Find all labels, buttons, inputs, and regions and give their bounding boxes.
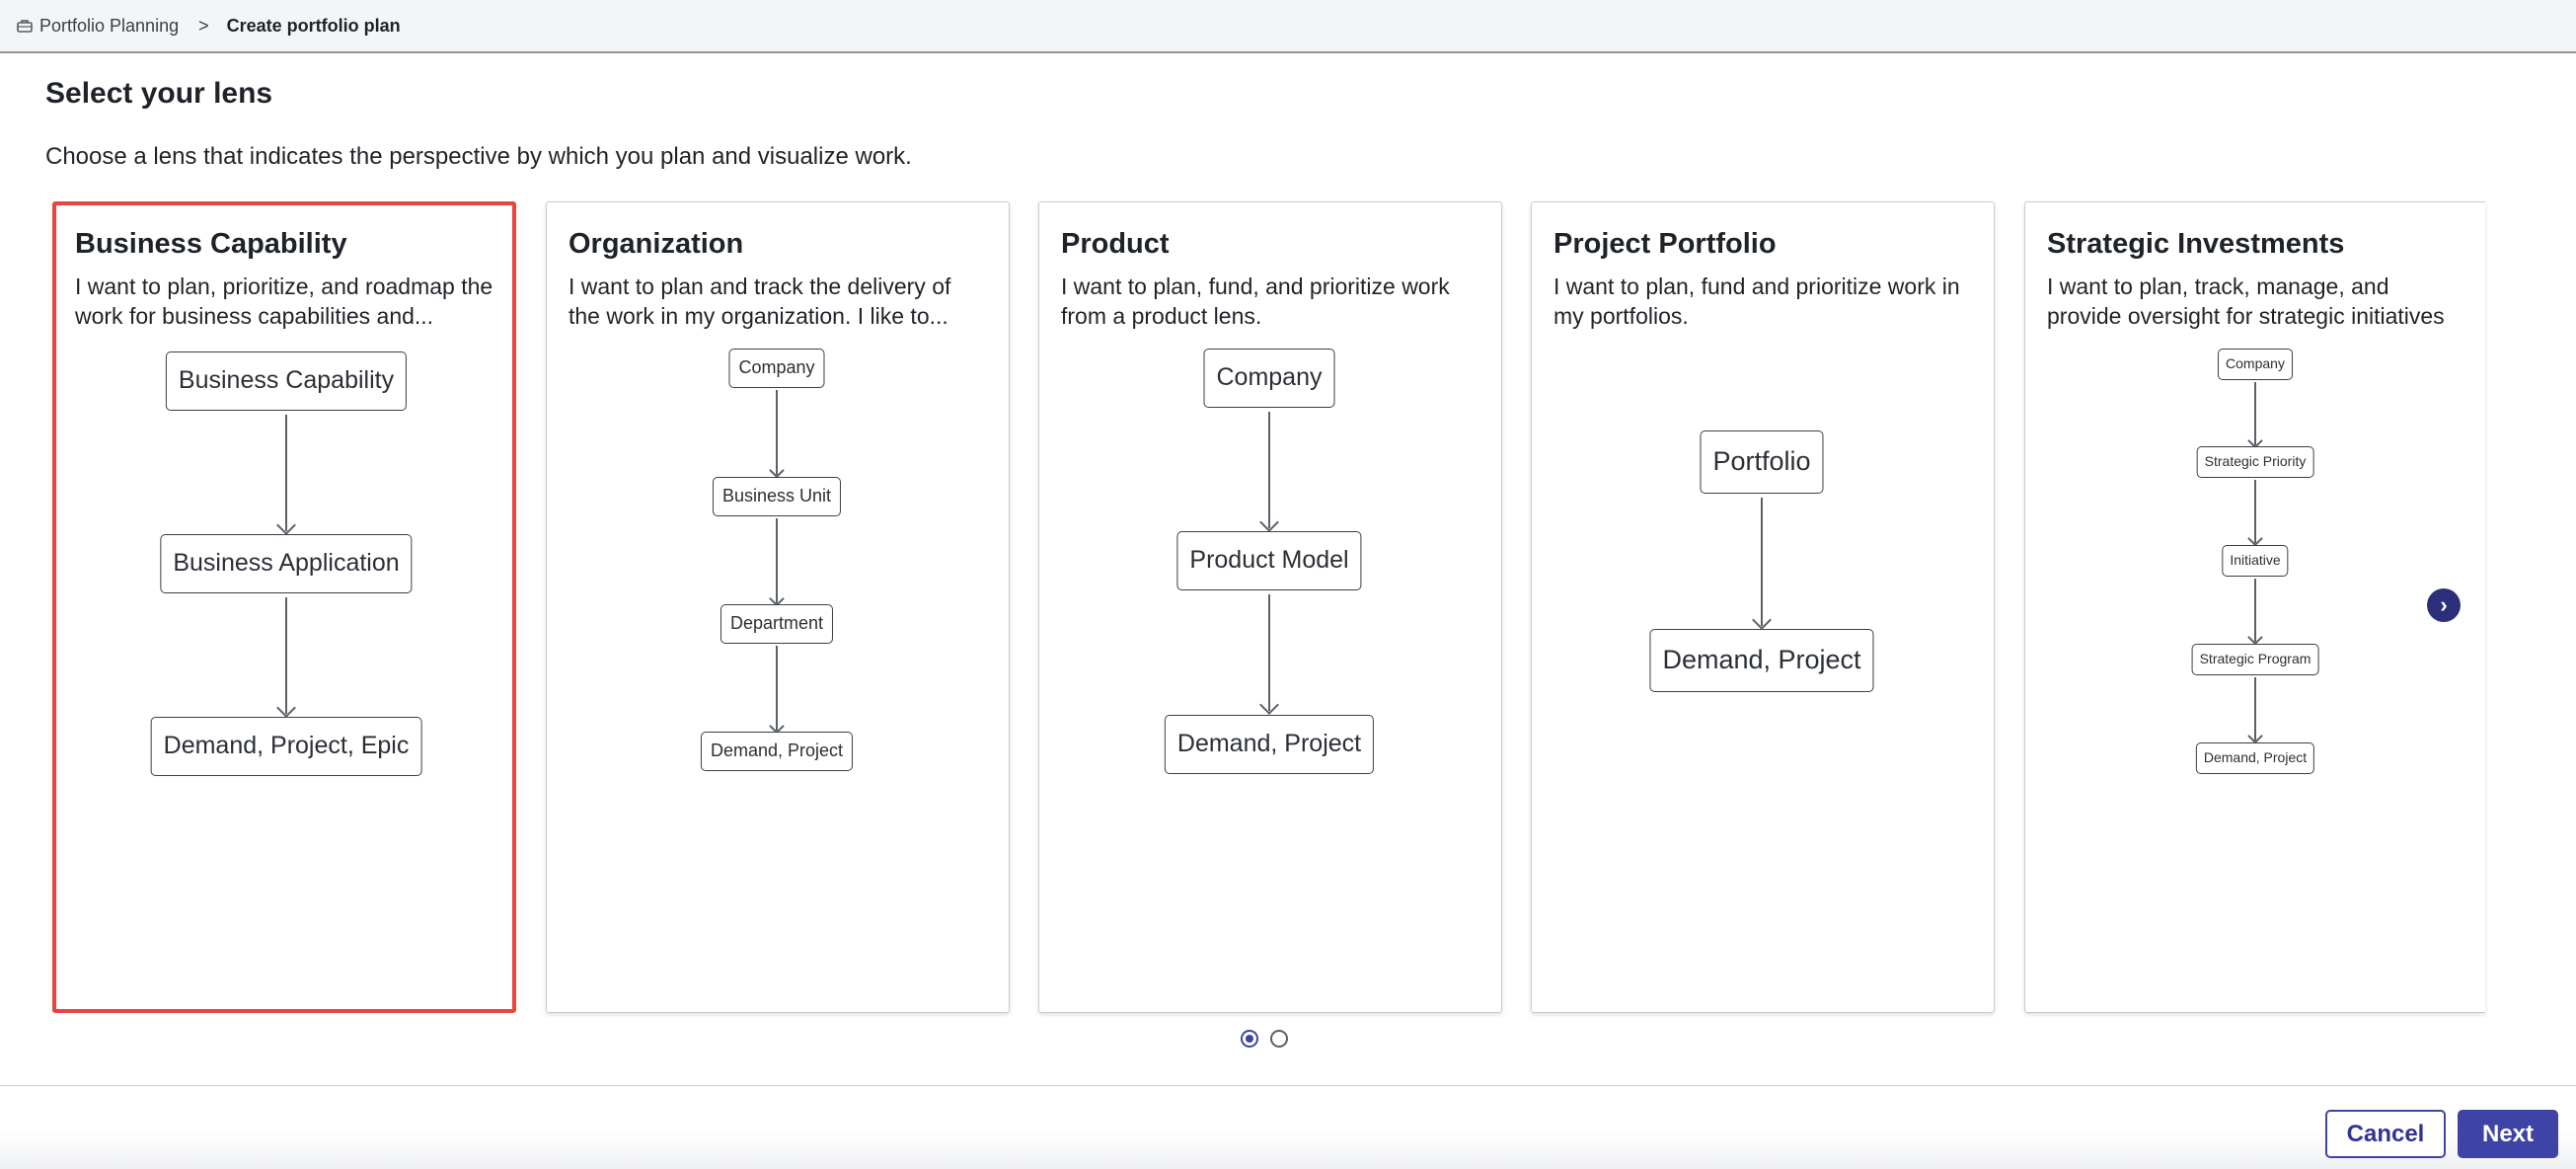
diagram-node: Business Unit <box>712 477 842 516</box>
chevron-right-icon[interactable]: › <box>2427 588 2461 622</box>
diagram-node: Demand, Project <box>1164 715 1375 774</box>
diagram-node: Company <box>2218 349 2293 380</box>
arrow-down-icon <box>776 390 778 475</box>
breadcrumb: Portfolio Planning > Create portfolio pl… <box>16 16 401 37</box>
diagram-node: Demand, Project, Epic <box>150 717 422 776</box>
footer-bar <box>0 1085 2576 1169</box>
arrow-down-icon <box>285 597 287 714</box>
diagram-node: Demand, Project <box>2195 742 2315 774</box>
carousel-pagination <box>1241 1030 1288 1048</box>
card-description: I want to plan, track, manage, and provi… <box>2047 273 2445 329</box>
arrow-down-icon <box>1268 412 1270 528</box>
card-description: I want to plan and track the delivery of… <box>568 273 951 329</box>
card-description: I want to plan, prioritize, and roadmap … <box>75 273 493 329</box>
carousel-page-dot-1[interactable] <box>1241 1030 1258 1048</box>
arrow-down-icon <box>776 646 778 731</box>
diagram-node: Department <box>720 604 834 644</box>
diagram-node: Business Application <box>160 534 413 593</box>
arrow-down-icon <box>2254 677 2256 740</box>
arrow-down-icon <box>2254 480 2256 543</box>
card-title: Organization <box>568 228 744 260</box>
diagram-node: Product Model <box>1176 531 1362 590</box>
card-title: Product <box>1061 228 1170 260</box>
diagram-node: Strategic Program <box>2191 644 2319 675</box>
breadcrumb-bar: Portfolio Planning > Create portfolio pl… <box>0 0 2576 53</box>
diagram-node: Company <box>1203 349 1335 408</box>
hierarchy-diagram: Business Capability Business Application… <box>56 205 512 1009</box>
hierarchy-diagram: Company Business Unit Department Demand,… <box>547 202 1009 1012</box>
lens-card-business-capability[interactable]: Business Capability I want to plan, prio… <box>52 201 516 1013</box>
arrow-down-icon <box>776 518 778 603</box>
page-title: Select your lens <box>45 77 273 110</box>
diagram-node: Business Capability <box>165 351 408 411</box>
lens-card-strategic-investments[interactable]: Strategic Investments I want to plan, tr… <box>2024 201 2485 1013</box>
breadcrumb-current: Create portfolio plan <box>226 15 401 36</box>
arrow-down-icon <box>2254 382 2256 445</box>
carousel-page-dot-2[interactable] <box>1270 1030 1288 1048</box>
hierarchy-diagram: Portfolio Demand, Project <box>1532 202 1994 1012</box>
card-title: Strategic Investments <box>2047 228 2345 260</box>
card-description: I want to plan, fund, and prioritize wor… <box>1061 273 1450 329</box>
lens-card-organization[interactable]: Organization I want to plan and track th… <box>546 201 1010 1013</box>
cancel-button[interactable]: Cancel <box>2325 1110 2446 1158</box>
next-button[interactable]: Next <box>2458 1110 2558 1158</box>
arrow-down-icon <box>2254 579 2256 642</box>
diagram-node: Initiative <box>2222 545 2289 577</box>
arrow-down-icon <box>1761 498 1763 626</box>
arrow-down-icon <box>285 415 287 531</box>
breadcrumb-portfolio-planning-link[interactable]: Portfolio Planning <box>39 15 180 36</box>
diagram-node: Demand, Project <box>1649 629 1874 692</box>
arrow-down-icon <box>1268 594 1270 711</box>
lens-card-product[interactable]: Product I want to plan, fund, and priori… <box>1038 201 1502 1013</box>
hierarchy-diagram: Company Strategic Priority Initiative St… <box>2025 202 2485 1012</box>
card-description: I want to plan, fund and prioritize work… <box>1553 273 1960 329</box>
diagram-node: Company <box>728 349 825 388</box>
card-title: Business Capability <box>75 228 347 260</box>
lens-card-project-portfolio[interactable]: Project Portfolio I want to plan, fund a… <box>1531 201 1995 1013</box>
diagram-node: Strategic Priority <box>2196 446 2314 478</box>
portfolio-icon <box>17 20 33 33</box>
breadcrumb-separator-icon: > <box>198 15 209 36</box>
hierarchy-diagram: Company Product Model Demand, Project <box>1039 202 1501 1012</box>
diagram-node: Portfolio <box>1700 430 1824 494</box>
card-title: Project Portfolio <box>1553 228 1777 260</box>
page-subtitle: Choose a lens that indicates the perspec… <box>45 143 912 170</box>
diagram-node: Demand, Project <box>700 732 854 771</box>
